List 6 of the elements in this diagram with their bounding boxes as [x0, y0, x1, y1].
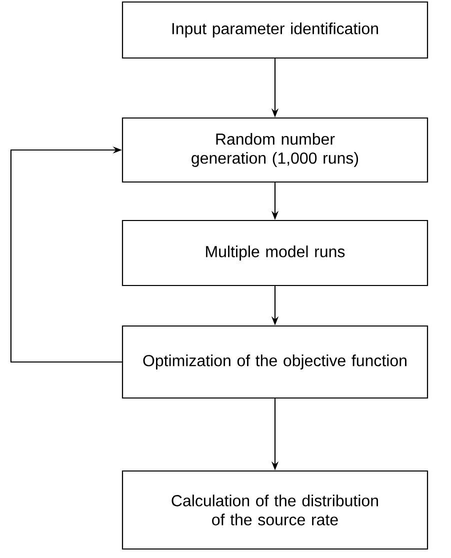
process-box: Input parameter identification [122, 1, 428, 59]
arrow [10, 146, 122, 363]
process-box: Multiple model runs [122, 220, 428, 286]
process-box: Calculation of the distribution of the source rate [122, 470, 428, 550]
process-box: Random number generation (1,000 runs) [122, 117, 428, 183]
process-box: Optimization of the objective function [122, 325, 428, 399]
